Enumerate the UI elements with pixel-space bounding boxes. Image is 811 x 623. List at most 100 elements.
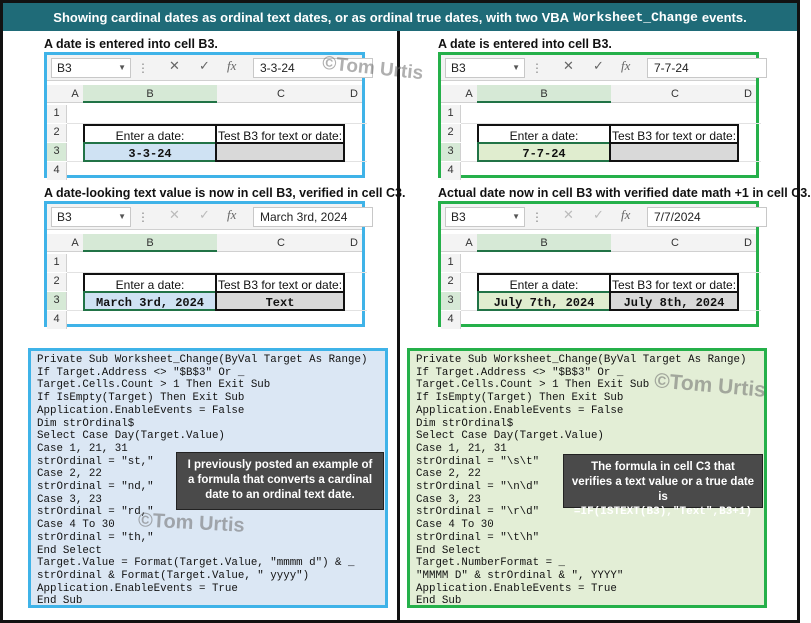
col-header-b[interactable]: B <box>477 234 611 252</box>
col-header-a[interactable]: A <box>465 237 473 249</box>
cell-c2[interactable]: Test B3 for text or date: <box>609 273 739 293</box>
cell-b3[interactable]: 3-3-24 <box>83 142 217 162</box>
caption-left-bottom: A date-looking text value is now in cell… <box>44 186 406 200</box>
column-headers: A B C D <box>441 234 756 252</box>
row-header-2[interactable]: 2 <box>47 124 67 142</box>
row-header-4[interactable]: 4 <box>441 311 461 329</box>
column-headers: A B C D <box>47 234 362 252</box>
col-header-a[interactable]: A <box>71 237 79 249</box>
title-suffix: events. <box>701 9 747 25</box>
row-header-4[interactable]: 4 <box>441 162 461 180</box>
col-header-c[interactable]: C <box>277 88 285 100</box>
note-right: The formula in cell C3 that verifies a t… <box>563 454 763 518</box>
cell-b2[interactable]: Enter a date: <box>477 124 611 144</box>
row-header-2[interactable]: 2 <box>441 124 461 142</box>
caption-right-bottom: Actual date now in cell B3 with verified… <box>438 186 811 200</box>
chevron-down-icon[interactable]: ▼ <box>512 63 520 72</box>
gridline <box>461 123 761 124</box>
cell-c3[interactable] <box>609 142 739 162</box>
name-box[interactable]: B3▼ <box>51 58 131 78</box>
row-header-3[interactable]: 3 <box>441 292 461 310</box>
cell-c3[interactable] <box>215 142 345 162</box>
row-header-1[interactable]: 1 <box>47 254 67 272</box>
col-header-d[interactable]: D <box>744 237 752 249</box>
caption-right-top: A date is entered into cell B3. <box>438 37 612 51</box>
separator-icon: ⋮ <box>531 61 543 75</box>
enter-icon[interactable]: ✓ <box>593 207 604 222</box>
chevron-down-icon[interactable]: ▼ <box>118 63 126 72</box>
row-header-3[interactable]: 3 <box>47 143 67 161</box>
row-header-1[interactable]: 1 <box>441 105 461 123</box>
chevron-down-icon[interactable]: ▼ <box>512 212 520 221</box>
excel-panel-left-bottom: B3▼ ⋮ ✕ ✓ fx March 3rd, 2024 A B C D 1 2… <box>44 201 373 329</box>
cell-c3[interactable]: Text <box>215 291 345 311</box>
column-headers: A B C D <box>441 85 756 103</box>
name-box[interactable]: B3▼ <box>51 207 131 227</box>
column-headers: A B C D <box>47 85 362 103</box>
fx-icon[interactable]: fx <box>227 207 237 222</box>
chevron-down-icon[interactable]: ▼ <box>118 212 126 221</box>
col-header-d[interactable]: D <box>350 237 358 249</box>
formula-input[interactable]: March 3rd, 2024 <box>253 207 373 227</box>
formula-bar: B3▼ ⋮ ✕ ✓ fx March 3rd, 2024 <box>47 204 373 230</box>
col-header-c[interactable]: C <box>671 88 679 100</box>
page-title: Showing cardinal dates as ordinal text d… <box>3 3 797 31</box>
caption-left-top: A date is entered into cell B3. <box>44 37 218 51</box>
cell-b3[interactable]: March 3rd, 2024 <box>83 291 217 311</box>
formula-input[interactable]: 7/7/2024 <box>647 207 767 227</box>
cancel-icon[interactable]: ✕ <box>169 58 180 73</box>
gridline <box>461 272 761 273</box>
cancel-icon[interactable]: ✕ <box>563 207 574 222</box>
col-header-b[interactable]: B <box>83 234 217 252</box>
row-header-4[interactable]: 4 <box>47 311 67 329</box>
col-header-a[interactable]: A <box>465 88 473 100</box>
note-left: I previously posted an example of a form… <box>176 452 384 510</box>
row-header-2[interactable]: 2 <box>441 273 461 291</box>
name-box[interactable]: B3▼ <box>445 207 525 227</box>
name-box[interactable]: B3▼ <box>445 58 525 78</box>
row-header-3[interactable]: 3 <box>47 292 67 310</box>
excel-panel-right-top: B3▼ ⋮ ✕ ✓ fx 7-7-24 A B C D 1 2 3 4 Ente… <box>438 52 767 180</box>
col-header-d[interactable]: D <box>350 88 358 100</box>
cell-b2[interactable]: Enter a date: <box>477 273 611 293</box>
col-header-b[interactable]: B <box>83 85 217 103</box>
enter-icon[interactable]: ✓ <box>199 207 210 222</box>
cell-b2[interactable]: Enter a date: <box>83 124 217 144</box>
cell-c3[interactable]: July 8th, 2024 <box>609 291 739 311</box>
cancel-icon[interactable]: ✕ <box>169 207 180 222</box>
cancel-icon[interactable]: ✕ <box>563 58 574 73</box>
center-divider <box>397 31 400 623</box>
cell-b2[interactable]: Enter a date: <box>83 273 217 293</box>
fx-icon[interactable]: fx <box>621 58 631 73</box>
gridline <box>67 123 367 124</box>
col-header-c[interactable]: C <box>671 237 679 249</box>
enter-icon[interactable]: ✓ <box>199 58 210 73</box>
cell-c2[interactable]: Test B3 for text or date: <box>609 124 739 144</box>
fx-icon[interactable]: fx <box>227 58 237 73</box>
separator-icon: ⋮ <box>137 61 149 75</box>
formula-input[interactable]: 7-7-24 <box>647 58 767 78</box>
cell-c2[interactable]: Test B3 for text or date: <box>215 273 345 293</box>
col-header-c[interactable]: C <box>277 237 285 249</box>
cell-c2[interactable]: Test B3 for text or date: <box>215 124 345 144</box>
row-header-3[interactable]: 3 <box>441 143 461 161</box>
col-header-b[interactable]: B <box>477 85 611 103</box>
formula-bar: B3▼ ⋮ ✕ ✓ fx 7-7-24 <box>441 55 767 81</box>
formula-input[interactable]: 3-3-24 <box>253 58 373 78</box>
title-prefix: Showing cardinal dates as ordinal text d… <box>53 9 570 25</box>
col-header-a[interactable]: A <box>71 88 79 100</box>
formula-bar: B3▼ ⋮ ✕ ✓ fx 3-3-24 <box>47 55 373 81</box>
row-header-1[interactable]: 1 <box>47 105 67 123</box>
note-right-formula: =IF(ISTEXT(B3),"Text",B3+1) <box>573 506 753 518</box>
cell-b3[interactable]: 7-7-24 <box>477 142 611 162</box>
fx-icon[interactable]: fx <box>621 207 631 222</box>
row-header-1[interactable]: 1 <box>441 254 461 272</box>
row-header-4[interactable]: 4 <box>47 162 67 180</box>
cell-b3[interactable]: July 7th, 2024 <box>477 291 611 311</box>
excel-panel-left-top: B3▼ ⋮ ✕ ✓ fx 3-3-24 A B C D 1 2 3 4 Ente… <box>44 52 373 180</box>
row-header-2[interactable]: 2 <box>47 273 67 291</box>
col-header-d[interactable]: D <box>744 88 752 100</box>
enter-icon[interactable]: ✓ <box>593 58 604 73</box>
separator-icon: ⋮ <box>531 210 543 224</box>
